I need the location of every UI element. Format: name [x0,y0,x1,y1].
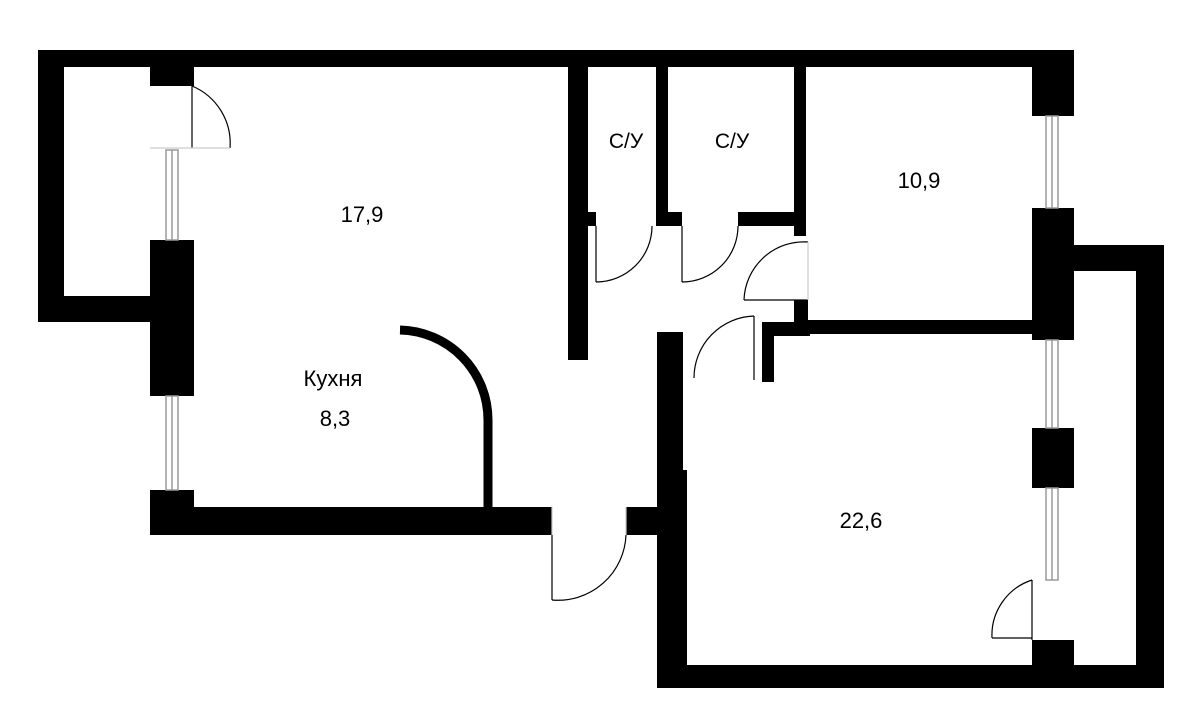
walls [38,50,1164,688]
door-large-bedroom [693,315,755,380]
door-small-bedroom [743,241,809,301]
large-bedroom-area-label: 22,6 [840,508,883,533]
door-bathroom-2 [681,225,739,283]
wall-bottom-right [657,665,1164,688]
wall-right-pillar-top [1032,50,1074,116]
wall-balcony-right-side [1136,245,1164,688]
wall-bottom-entrance-right [626,507,686,535]
wall-large-bedroom-door-jamb [762,322,774,382]
wall-partition-between-baths [656,64,668,214]
wall-bath2-bottom-right [738,212,806,226]
wall-balcony-left-side [38,50,64,322]
wall-bottom-left [150,507,552,535]
wall-bedroom-left [657,470,687,688]
kitchen-curved-partition [399,325,493,510]
wall-right-pier-lower [1032,428,1074,488]
wall-bath1-bottom-left [568,212,596,226]
small-bedroom-area-label: 10,9 [898,168,941,193]
wall-bath-bottom-middle [656,212,682,226]
wall-balcony-left-bottom [38,296,194,322]
wall-bedroom-left-upper [657,332,683,470]
wall-right-pillar-middle [1032,208,1074,340]
wall-left-pillar-top [150,50,194,86]
windows [165,115,1059,581]
doors [150,85,1033,640]
wall-small-bedroom-bottom [794,320,1044,334]
bathroom-1-label: С/У [609,130,644,153]
door-balcony-right [991,579,1033,640]
kitchen-area-label: 8,3 [320,406,351,431]
wall-top [38,50,1074,67]
kitchen-name-label: Кухня [304,366,363,391]
door-bathroom-1 [595,225,653,283]
door-entrance [551,507,627,601]
living-room-area-label: 17,9 [341,202,384,227]
wall-left-pillar-bottom [150,490,194,535]
bathroom-2-label: С/У [715,130,750,153]
door-balcony-left [150,85,231,149]
wall-partition-bath-right [794,64,806,236]
